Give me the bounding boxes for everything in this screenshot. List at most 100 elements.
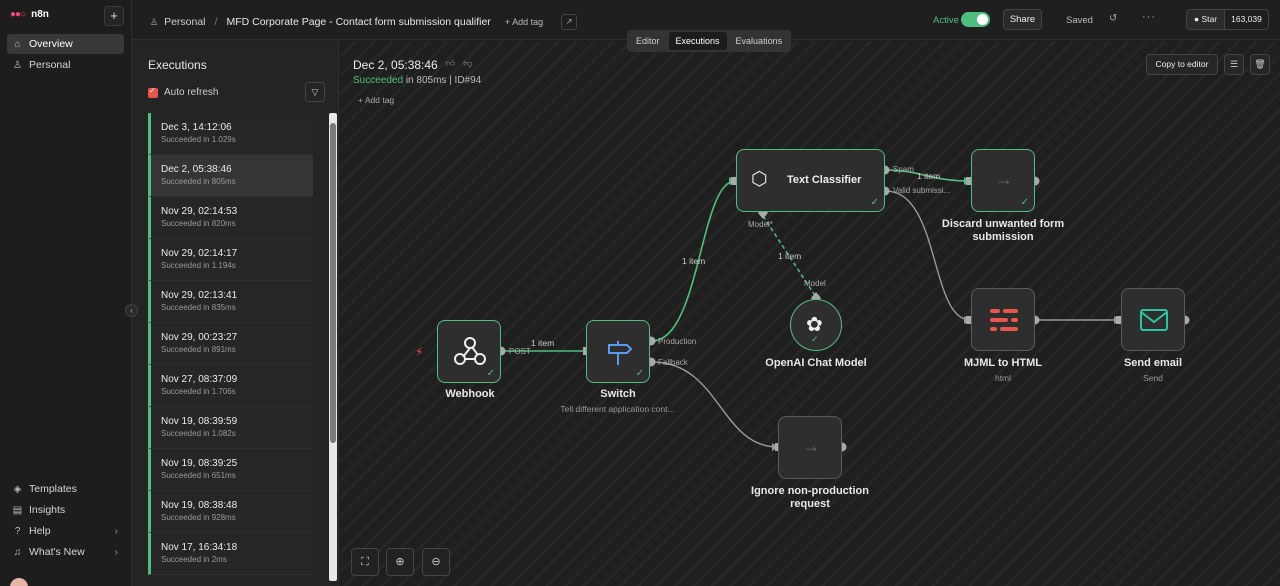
execution-status: Succeeded in 1.082s [161, 429, 236, 438]
sidebar-item-label: Templates [29, 483, 77, 495]
scrollbar-thumb[interactable] [330, 123, 336, 443]
execution-status-word: Succeeded [353, 75, 404, 86]
fit-view-button[interactable]: ⛶ [351, 548, 379, 576]
port-dot [966, 316, 972, 324]
tab-editor[interactable]: Editor [636, 36, 660, 46]
sidebar-item-help[interactable]: ? Help › [7, 521, 124, 541]
port-label: Model [804, 279, 826, 288]
node-text-classifier[interactable]: ⬡ Text Classifier ✓ [736, 149, 885, 212]
fullscreen-icon: ⛶ [361, 556, 369, 568]
thumbs-up-icon[interactable]: 👍︎ [445, 58, 456, 68]
active-label: Active [933, 15, 959, 26]
sidebar-item-personal[interactable]: ♙ Personal [7, 55, 124, 75]
execution-status: Succeeded in 1.029s [161, 135, 236, 144]
github-star-label: ● Star [1187, 10, 1226, 29]
home-icon: ⌂ [14, 38, 21, 50]
edge-label: 1 item [682, 256, 706, 266]
execution-date: Nov 19, 08:38:48 [161, 500, 238, 511]
executions-title: Executions [148, 58, 207, 72]
execution-date: Dec 2, 05:38:46 [353, 58, 438, 72]
filter-button[interactable]: ▽ [305, 82, 325, 102]
sidebar: ●●○ n8n + ⌂ Overview ♙ Personal ◈ Templa… [0, 0, 132, 586]
executions-scrollbar[interactable] [329, 113, 337, 581]
node-ignore[interactable]: → [778, 416, 842, 479]
copy-to-editor-button[interactable]: Copy to editor [1146, 54, 1218, 75]
node-switch[interactable]: ✓ [586, 320, 650, 383]
node-openai-chat-model[interactable]: ✿ ✓ [790, 299, 842, 351]
connection-model [762, 215, 817, 298]
tab-executions[interactable]: Executions [668, 32, 727, 50]
sidebar-item-overview[interactable]: ⌂ Overview [7, 34, 124, 54]
workflow-name[interactable]: MFD Corporate Page - Contact form submis… [226, 16, 491, 28]
connection-classifier-mjml [885, 190, 971, 321]
edge-label: 1 item [531, 338, 555, 348]
success-check-icon: ✓ [635, 368, 644, 379]
execution-add-tag-button[interactable]: + Add tag [358, 95, 395, 105]
zoom-out-button[interactable]: ⊖ [422, 548, 450, 576]
sidebar-item-whats-new[interactable]: ♫ What's New › [7, 542, 124, 562]
port-label: Model* [748, 220, 773, 229]
port-label: Fallback [658, 358, 688, 367]
execution-status: Succeeded in 1.194s [161, 261, 236, 270]
execution-status: Succeeded in 1.706s [161, 387, 236, 396]
execution-date: Nov 29, 02:14:53 [161, 206, 238, 217]
history-icon[interactable]: ↺ [1109, 13, 1118, 24]
node-label: OpenAI Chat Model [765, 357, 867, 369]
execution-status: Succeeded in 891ms [161, 345, 236, 354]
auto-refresh-checkbox[interactable] [148, 86, 158, 98]
sidebar-item-insights[interactable]: ▤ Insights [7, 500, 124, 520]
node-subtitle: Tell different application cont... [560, 404, 675, 414]
brand[interactable]: ●●○ n8n [10, 9, 49, 20]
mail-icon [1140, 309, 1168, 331]
execution-date: Nov 19, 08:39:59 [161, 416, 238, 427]
github-star-button[interactable]: ● Star 163,039 [1186, 9, 1269, 30]
add-tag-button[interactable]: + Add tag [504, 17, 544, 27]
tab-evaluations[interactable]: Evaluations [735, 36, 783, 46]
breadcrumb-project[interactable]: Personal [164, 16, 206, 28]
port-label: Valid submissi... [893, 186, 951, 195]
node-send-email[interactable] [1121, 288, 1185, 351]
github-icon: ● [1194, 14, 1200, 24]
user-icon: ♙ [13, 59, 22, 71]
auto-refresh-toggle[interactable]: Auto refresh [148, 86, 218, 98]
collapse-sidebar-button[interactable]: ‹ [125, 304, 138, 317]
mjml-icon [990, 309, 1018, 331]
more-options-icon[interactable]: ··· [1142, 11, 1156, 23]
edge-label: 1 item [778, 251, 802, 261]
n8n-logo-icon: ●●○ [10, 9, 26, 20]
execution-date: Nov 17, 16:34:18 [161, 542, 238, 553]
execution-date: Dec 2, 05:38:46 [161, 164, 232, 175]
sidebar-item-templates[interactable]: ◈ Templates [7, 479, 124, 499]
node-webhook[interactable]: ✓ [437, 320, 501, 383]
trash-icon: 🗑︎ [1254, 59, 1266, 69]
annotate-button[interactable]: ☰ [1224, 54, 1244, 75]
zoom-in-button[interactable]: ⊕ [386, 548, 414, 576]
delete-button[interactable]: 🗑︎ [1250, 54, 1270, 75]
node-mjml-to-html[interactable] [971, 288, 1035, 351]
breadcrumb: ♙ Personal / MFD Corporate Page - Contac… [150, 14, 578, 30]
workflow-canvas[interactable]: Dec 2, 05:38:46 👍︎ 👎︎ Succeeded in 805ms… [340, 41, 1280, 586]
node-discard[interactable]: → ✓ [971, 149, 1035, 212]
active-toggle[interactable] [961, 12, 990, 27]
webhook-icon [454, 337, 486, 365]
success-check-icon: ✓ [1020, 197, 1029, 208]
create-button[interactable]: + [104, 6, 124, 26]
execution-date: Nov 29, 00:23:27 [161, 332, 238, 343]
share-button[interactable]: Share [1003, 9, 1042, 30]
external-link-icon[interactable]: ↗ [561, 14, 578, 30]
sidebar-item-label: Insights [29, 504, 66, 516]
avatar[interactable] [10, 578, 28, 586]
port-dot [731, 177, 737, 185]
thumbs-down-icon[interactable]: 👎︎ [463, 58, 473, 68]
